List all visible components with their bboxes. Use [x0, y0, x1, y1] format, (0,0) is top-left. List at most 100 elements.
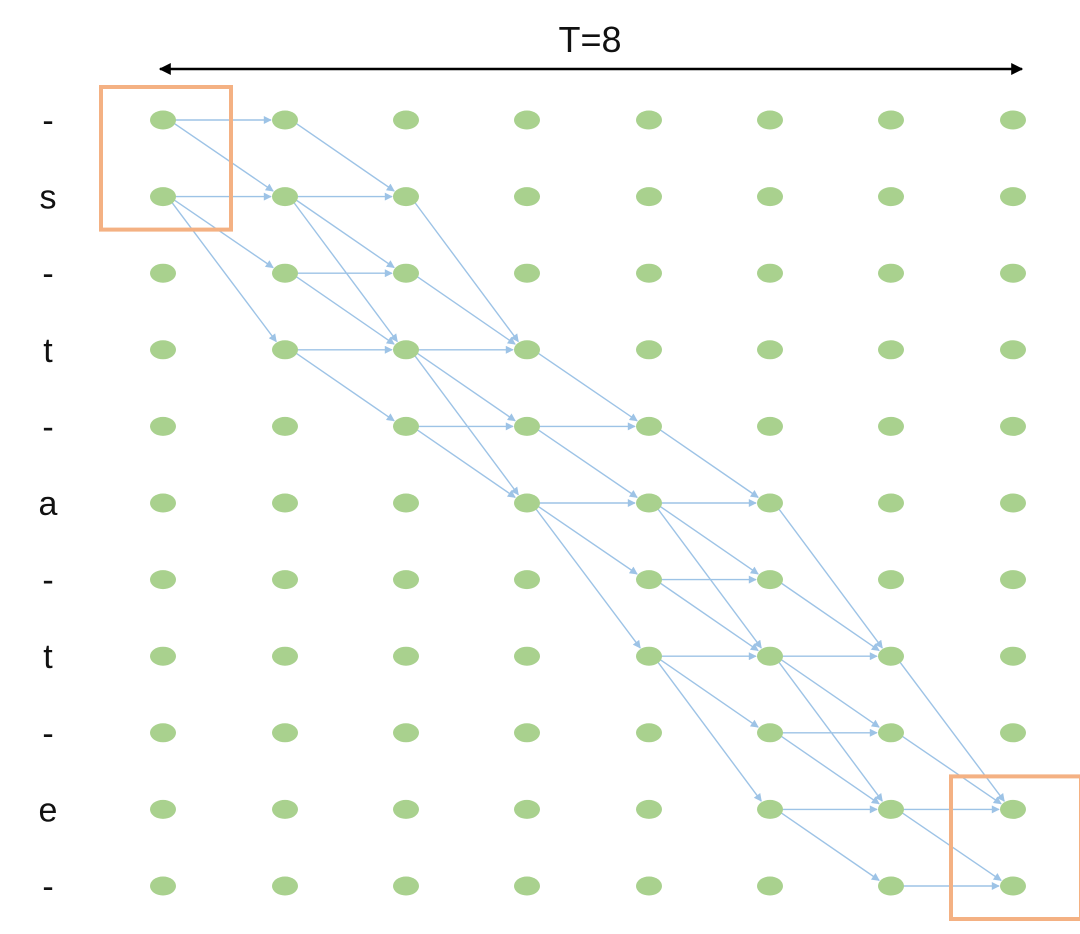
transition-edge [535, 427, 638, 498]
lattice-node [150, 646, 176, 666]
lattice-node [150, 570, 176, 590]
lattice-node [272, 876, 298, 896]
transition-edge [899, 734, 1002, 805]
transition-edge [293, 198, 395, 269]
transition-edge [291, 199, 398, 343]
lattice-node [878, 110, 904, 130]
lattice-node [272, 646, 298, 666]
lattice-node [393, 416, 419, 436]
row-label: e [39, 791, 58, 829]
lattice-node [636, 876, 662, 896]
lattice-node [272, 187, 298, 207]
lattice-node [393, 876, 419, 896]
transition-edge [412, 199, 519, 343]
lattice-node [393, 799, 419, 819]
lattice-node [636, 723, 662, 743]
end-box [949, 774, 1080, 922]
lattice-node [757, 263, 783, 283]
lattice-node [636, 570, 662, 590]
lattice-node [272, 110, 298, 130]
lattice-node [393, 263, 419, 283]
lattice-node [272, 799, 298, 819]
lattice-node [514, 799, 540, 819]
lattice-node [393, 187, 419, 207]
transition-edge [655, 505, 762, 649]
lattice-node [1000, 646, 1026, 666]
row-label: t [43, 332, 53, 370]
lattice-node [636, 187, 662, 207]
lattice-node [150, 187, 176, 207]
start-box [99, 85, 233, 232]
lattice-node [757, 110, 783, 130]
lattice-node [757, 187, 783, 207]
lattice-node [150, 263, 176, 283]
row-label: - [42, 562, 53, 600]
transition-edge [414, 427, 516, 498]
lattice-node [636, 110, 662, 130]
time-steps-title: T=8 [558, 19, 621, 60]
transition-edge [778, 581, 880, 652]
lattice-node [1000, 493, 1026, 513]
lattice-node [272, 340, 298, 360]
lattice-node [878, 570, 904, 590]
transition-edge [778, 657, 880, 728]
lattice-node [150, 493, 176, 513]
transition-edge [169, 199, 277, 343]
lattice-node [1000, 187, 1026, 207]
lattice-node [757, 416, 783, 436]
transition-edge [171, 198, 274, 269]
lattice-node [636, 263, 662, 283]
lattice-node [878, 340, 904, 360]
lattice-node [514, 493, 540, 513]
lattice-node [393, 493, 419, 513]
row-label: - [42, 255, 53, 293]
lattice-node [878, 416, 904, 436]
lattice-node [636, 416, 662, 436]
lattice-node [514, 416, 540, 436]
lattice-node [150, 723, 176, 743]
lattice-node [514, 340, 540, 360]
lattice-node [514, 646, 540, 666]
transition-edge [657, 504, 759, 575]
transition-edge [533, 505, 641, 649]
lattice-node [757, 799, 783, 819]
transition-edge [657, 657, 759, 728]
lattice-node [514, 876, 540, 896]
lattice-node [1000, 799, 1026, 819]
lattice-node [1000, 263, 1026, 283]
lattice-node [757, 646, 783, 666]
lattice-node [272, 723, 298, 743]
lattice-node [150, 110, 176, 130]
lattice-node [636, 493, 662, 513]
row-label: a [39, 485, 58, 523]
lattice-nodes [150, 110, 1026, 896]
lattice-node [150, 799, 176, 819]
lattice-node [636, 340, 662, 360]
row-label: - [42, 868, 53, 906]
transition-edge [776, 505, 883, 649]
lattice-node [878, 646, 904, 666]
transition-edge [778, 810, 880, 881]
lattice-node [757, 493, 783, 513]
lattice-node [514, 723, 540, 743]
lattice-node [393, 570, 419, 590]
transition-edge [655, 658, 762, 802]
lattice-node [878, 799, 904, 819]
row-label: s [40, 179, 57, 217]
lattice-node [150, 340, 176, 360]
lattice-node [393, 723, 419, 743]
lattice-node [272, 570, 298, 590]
lattice-node [757, 340, 783, 360]
row-label: - [42, 715, 53, 753]
lattice-node [1000, 416, 1026, 436]
lattice-node [636, 799, 662, 819]
lattice-node [1000, 723, 1026, 743]
transition-edge [778, 734, 880, 805]
row-label: - [42, 408, 53, 446]
lattice-node [272, 493, 298, 513]
lattice-node [393, 110, 419, 130]
lattice-node [636, 646, 662, 666]
lattice-node [757, 570, 783, 590]
lattice-node [1000, 340, 1026, 360]
transition-edge [293, 351, 395, 422]
